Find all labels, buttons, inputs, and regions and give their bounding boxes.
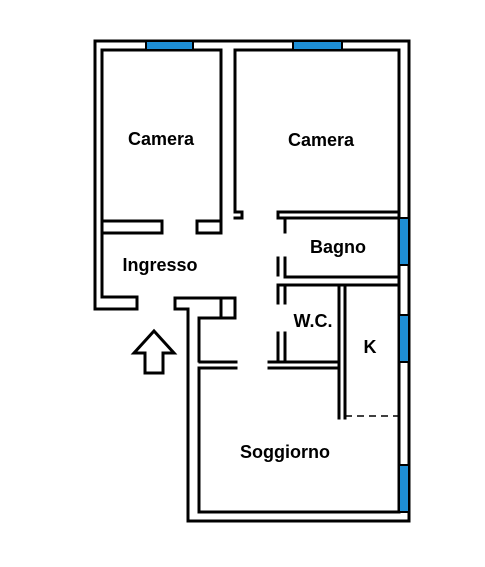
up-arrow-icon [130,328,178,375]
outer-walls [93,39,411,523]
room-label-camera-left: Camera [128,129,195,149]
window-camera-left [145,40,194,51]
room-label-bagno: Bagno [310,237,366,257]
bagno-walls [198,216,401,370]
room-label-camera-right: Camera [288,130,355,150]
room-label-ingresso: Ingresso [122,255,197,275]
window-bagno [398,217,410,266]
window-camera-right [292,40,343,51]
room-label-wc: W.C. [294,311,333,331]
room-label-kitchen: K [364,337,377,357]
windows [145,40,410,513]
room-label-soggiorno: Soggiorno [240,442,330,462]
camera-left-walls [100,219,223,235]
window-kitchen [398,314,410,363]
camera-right-walls [233,48,401,220]
window-soggiorno [398,464,410,513]
kitchen-walls [337,283,399,420]
